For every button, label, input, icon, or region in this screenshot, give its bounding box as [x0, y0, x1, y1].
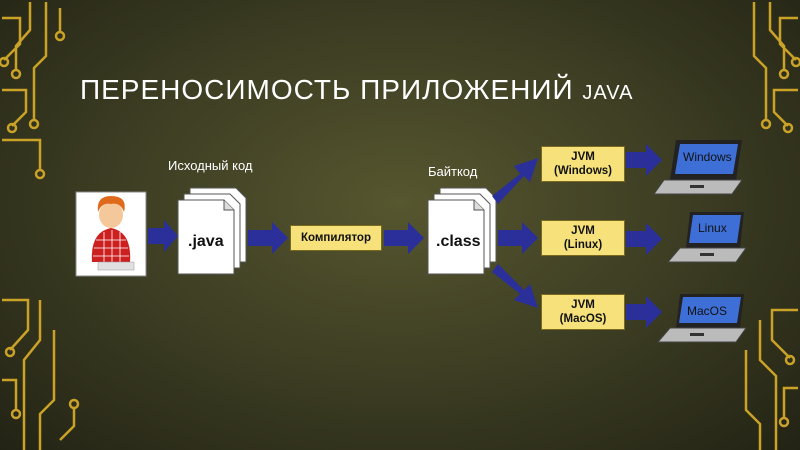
source-file-label: .java [188, 233, 224, 250]
arrow-to-windows [626, 144, 662, 176]
bytecode-file-label: .class [436, 233, 481, 250]
source-file-icon [177, 187, 247, 275]
compiler-box: Компилятор [290, 225, 382, 251]
jvm-linux-line1: JVM [571, 225, 595, 237]
os-linux-label: Linux [698, 221, 727, 235]
arrow-to-bytecode [384, 222, 424, 254]
title-small: JAVA [582, 82, 634, 104]
os-macos-label: MacOS [687, 304, 728, 318]
jvm-linux-line2: (Linux) [563, 239, 603, 251]
jvm-macos-box: JVM (MacOS) [541, 294, 625, 330]
arrow-to-compiler [248, 222, 288, 254]
arrow-to-jvm-linux [498, 222, 538, 254]
jvm-macos-line1: JVM [571, 299, 595, 311]
laptop-macos-icon [656, 294, 747, 343]
jvm-windows-box: JVM (Windows) [541, 146, 625, 182]
jvm-windows-line1: JVM [571, 151, 595, 163]
arrow-to-jvm-windows [492, 158, 538, 204]
arrow-to-jvm-macos [492, 264, 538, 308]
bytecode-label: Байткод [428, 164, 478, 179]
source-code-label: Исходный код [168, 158, 253, 173]
arrow-to-macos [626, 296, 662, 328]
title-main: ПЕРЕНОСИМОСТЬ ПРИЛОЖЕНИЙ [80, 74, 583, 105]
compiler-label: Компилятор [301, 232, 371, 244]
arrow-to-linux [626, 223, 662, 255]
laptop-windows-icon [653, 140, 743, 195]
bytecode-file-icon [427, 187, 497, 275]
jvm-windows-line2: (Windows) [553, 165, 613, 177]
laptop-linux-icon [666, 212, 747, 263]
jvm-linux-box: JVM (Linux) [541, 220, 625, 256]
developer-icon [75, 191, 147, 277]
slide-title: ПЕРЕНОСИМОСТЬ ПРИЛОЖЕНИЙ JAVA [80, 74, 633, 106]
os-windows-label: Windows [683, 150, 732, 164]
jvm-macos-line2: (MacOS) [559, 313, 607, 325]
arrow-to-source [148, 220, 178, 252]
